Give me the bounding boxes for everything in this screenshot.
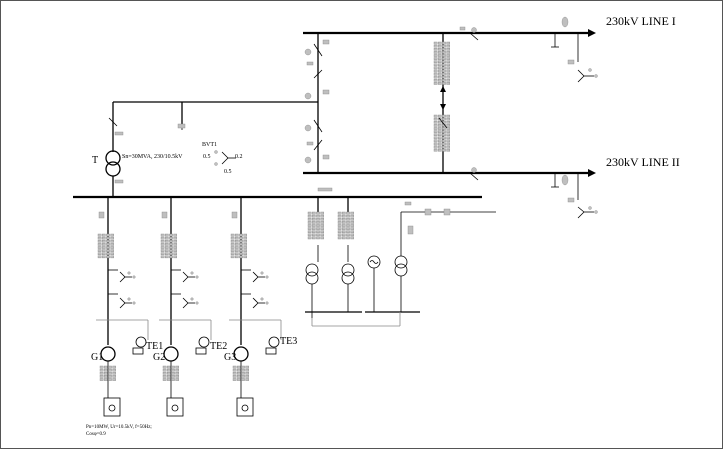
bvt-v2: 0.2 — [235, 154, 243, 160]
generator-ct-stack — [232, 365, 250, 381]
line2-label: 230kV LINE II — [606, 155, 680, 169]
gen-spec-line1: Pn=10MW, Ur=10.5kV, f=50Hz; — [86, 425, 152, 430]
turbine-box — [236, 397, 254, 417]
line1-label: 230kV LINE I — [606, 14, 676, 28]
transformer-winding-lv — [105, 161, 121, 177]
excitation-transformer — [268, 336, 280, 348]
feeder-vt-upper — [182, 271, 199, 283]
feeder-ct-stack — [160, 233, 178, 259]
gen-spec-line2: Cosφ=0.9 — [86, 432, 106, 437]
auxiliary-section — [305, 197, 496, 327]
transformer-hv-ct — [114, 131, 124, 136]
te3-label: TE3 — [280, 336, 297, 347]
turbine-box — [103, 397, 121, 417]
turbine-box — [166, 397, 184, 417]
feeder-ct-stack — [97, 233, 114, 259]
generator-ct-stack — [99, 365, 116, 381]
transformer-rating: Sn=30MVA, 230/10.5kV — [122, 154, 183, 160]
aux-ct-stack-2 — [337, 211, 355, 240]
transfer-switch — [438, 117, 448, 129]
excitation-box — [265, 347, 277, 355]
transformer-hv-switch — [108, 117, 118, 127]
excitation-transformer — [198, 336, 210, 348]
transformer-winding-hv — [105, 150, 121, 166]
bus-label-plate — [317, 187, 333, 192]
transfer-ct-stack — [433, 41, 451, 85]
generator-feeders — [96, 197, 282, 417]
transformer-name: T — [92, 155, 98, 166]
aux-ct-stack-1 — [307, 211, 325, 240]
current-transformer-column — [433, 41, 451, 152]
excitation-box — [195, 347, 207, 355]
transfer-arrow-down — [440, 104, 446, 110]
line2-terminal — [469, 167, 569, 188]
line1-arrow — [588, 29, 596, 37]
line2-vt — [567, 173, 598, 219]
g3-label: G3 — [224, 352, 236, 363]
g2-label: G2 — [153, 352, 165, 363]
feeder-vt-upper — [252, 271, 269, 283]
excitation-box — [132, 347, 144, 355]
feeder-vt-lower — [119, 297, 136, 309]
line2-arrow — [588, 169, 596, 177]
bvt-v1: 0.5 — [203, 154, 211, 160]
feeder-vt-lower — [182, 297, 199, 309]
generator-symbol — [163, 346, 179, 362]
transfer-ct-stack-lower — [433, 114, 451, 152]
transfer-arrow-up — [440, 86, 446, 92]
te1-label: TE1 — [146, 341, 163, 352]
feeder-vt-lower — [252, 297, 269, 309]
excitation-transformer — [135, 336, 147, 348]
generator-feeder-2 — [159, 197, 212, 417]
te2-label: TE2 — [210, 341, 227, 352]
generator-feeder-1 — [96, 197, 149, 417]
feeder-vt-upper — [119, 271, 136, 283]
bvt-ct — [177, 123, 186, 129]
line1-vt — [567, 33, 598, 83]
switch-group-left — [304, 39, 330, 164]
bvt-v3: 0.5 — [224, 169, 232, 175]
generator-ct-stack — [162, 365, 180, 381]
line1-terminal — [459, 16, 569, 48]
transformer-lv-ct — [114, 179, 124, 184]
g1-label: G1 — [91, 352, 103, 363]
bvt-name: BVT1 — [202, 142, 217, 148]
feeder-ct-stack — [230, 233, 248, 259]
bvt-symbol — [214, 150, 236, 166]
generator-feeder-3 — [229, 197, 282, 417]
